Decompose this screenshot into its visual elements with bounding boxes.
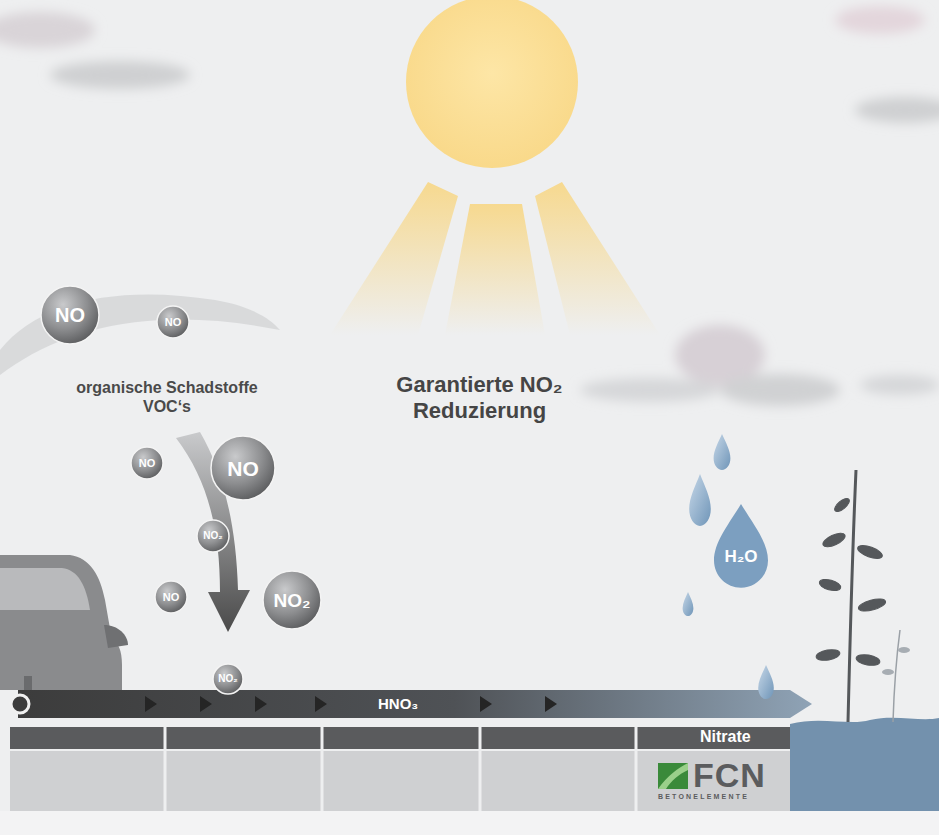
water-drops	[683, 434, 774, 699]
pavement-joint	[479, 727, 482, 811]
formula-text: NO	[55, 305, 85, 325]
soil	[790, 718, 939, 811]
molecule-circle: NO₂	[196, 519, 230, 553]
molecule-circle: NO	[156, 305, 190, 339]
pollutant-label: organische Schadstoffe VOC‘s	[72, 378, 262, 416]
plant	[815, 470, 910, 722]
headline: Garantierte NO₂ Reduzierung	[372, 372, 587, 425]
formula-text: H₂O	[724, 548, 757, 565]
formula-text: NO₂	[218, 674, 237, 684]
chevron	[200, 696, 212, 712]
molecule-circle: NO	[130, 446, 164, 480]
water-drop: H₂O	[714, 504, 768, 588]
pavement-joint	[635, 727, 638, 811]
molecule-circle: NO	[154, 580, 188, 614]
drop-shape	[714, 504, 768, 588]
acid-label: HNO₃	[378, 696, 418, 711]
logo-text: FCN	[693, 758, 766, 792]
logo-subtitle: BETONELEMENTE	[658, 793, 749, 800]
sun	[330, 0, 660, 335]
chevron	[145, 696, 157, 712]
formula-text: NO	[139, 458, 156, 469]
chevron	[480, 696, 492, 712]
molecule-circle: NO	[40, 285, 100, 345]
nitrate-label: Nitrate	[700, 729, 751, 745]
formula-text: NO₂	[274, 591, 311, 610]
logo-mark	[658, 763, 688, 789]
pavement-joint	[164, 727, 167, 811]
chevron	[255, 696, 267, 712]
molecule-circle: NO₂	[212, 663, 244, 695]
formula-text: NO	[227, 458, 259, 479]
formula-text: NO	[163, 592, 180, 603]
chevron	[545, 696, 557, 712]
pavement-joint	[321, 727, 324, 811]
process-arrow	[11, 690, 812, 718]
chevron	[315, 696, 327, 712]
formula-text: NO	[165, 317, 182, 328]
formula-text: NO₂	[203, 531, 222, 541]
molecule-circle: NO	[210, 435, 276, 501]
molecule-circle: NO₂	[262, 570, 322, 630]
car	[0, 555, 128, 702]
